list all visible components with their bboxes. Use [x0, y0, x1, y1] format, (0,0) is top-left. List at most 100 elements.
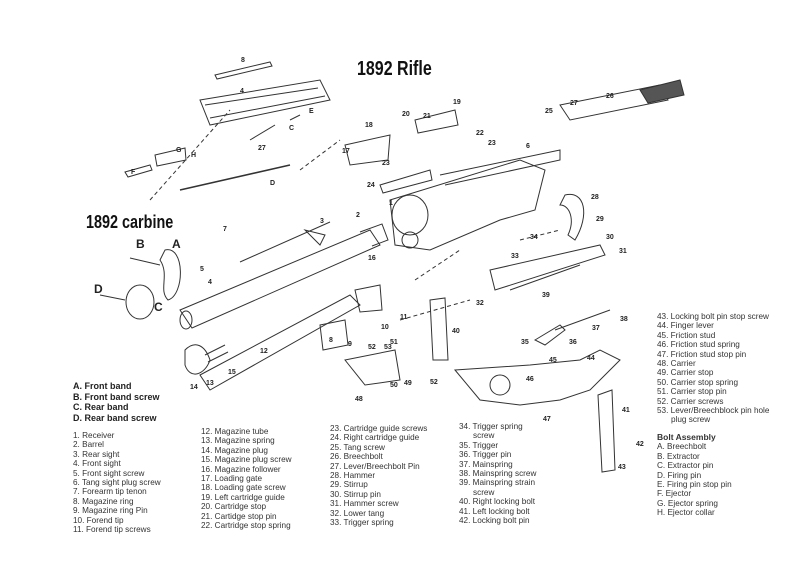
callout: C: [289, 125, 295, 132]
part-item: 6. Tang sight plug screw: [73, 478, 161, 488]
part-item: 30. Stirrup pin: [330, 489, 381, 499]
callout: 9: [348, 341, 352, 348]
bolt-item: D. Firing pin: [657, 470, 702, 480]
part-item: 49. Carrier stop: [657, 368, 714, 378]
part-item: 5. Front sight screw: [73, 468, 145, 478]
part-item: 14. Magazine plug: [201, 445, 268, 455]
parts-list-col1: 1. Receiver 2. Barrel 3. Rear sight 4. F…: [73, 431, 161, 534]
barrel-drawing: [179, 221, 389, 391]
part-item: 34. Trigger spring: [459, 422, 523, 431]
callout: 5: [200, 266, 204, 273]
part-item: 21. Cartidge stop pin: [201, 511, 277, 521]
callout: 12: [260, 348, 268, 355]
callout: 26: [606, 93, 614, 100]
callout: 6: [526, 143, 530, 150]
part-item: 3. Rear sight: [73, 449, 120, 459]
part-item: 45. Friction stud: [657, 330, 716, 340]
part-item: 8. Magazine ring: [73, 496, 134, 506]
part-item: 33. Trigger spring: [330, 518, 394, 528]
callout: 8: [329, 337, 333, 344]
callout: E: [309, 108, 314, 115]
bolt-item: C. Extractor pin: [657, 461, 714, 471]
bolt-assembly-heading: Bolt Assembly: [657, 431, 716, 442]
callout: 36: [569, 339, 577, 346]
bolt-item: G. Ejector spring: [657, 498, 718, 508]
part-item: 19. Left cartridge guide: [201, 492, 285, 502]
callout: 1: [389, 200, 393, 207]
lever-drawing: [344, 193, 621, 473]
callout: 50: [390, 382, 398, 389]
receiver-drawing: [344, 79, 685, 251]
callout: 8: [241, 57, 245, 64]
callout: 4: [240, 88, 244, 95]
part-item: 26. Breechbolt: [330, 452, 383, 462]
bolt-item: E. Firing pin stop pin: [657, 479, 732, 489]
callout: 45: [549, 357, 557, 364]
callout: 31: [619, 248, 627, 255]
callout: 46: [526, 376, 534, 383]
part-item: 36. Trigger pin: [459, 450, 512, 460]
callout: 48: [355, 396, 363, 403]
callout: 15: [228, 369, 236, 376]
part-item: 51. Carrier stop pin: [657, 387, 727, 397]
callout: 24: [367, 182, 375, 189]
callout: 29: [596, 216, 604, 223]
callout: 44: [587, 355, 595, 362]
legend-item: B. Front band screw: [73, 391, 160, 402]
callout: D: [270, 180, 276, 187]
part-item: 46. Friction stud spring: [657, 340, 740, 350]
carbine-callout-a: A: [172, 237, 181, 251]
parts-list-col5: 43. Locking bolt pin stop screw 44. Fing…: [657, 312, 769, 518]
part-item: 39. Mainspring strain: [459, 478, 535, 488]
callout: 52: [368, 344, 376, 351]
part-item: 9. Magazine ring Pin: [73, 506, 148, 516]
part-item: 7. Forearm tip tenon: [73, 487, 147, 497]
callout: 34: [530, 234, 538, 241]
part-item: 47. Friction stud stop pin: [657, 349, 747, 359]
callout: 40: [452, 328, 460, 335]
callout: 47: [543, 416, 551, 423]
part-item: 1. Receiver: [73, 431, 115, 440]
part-item: screw: [473, 431, 495, 441]
callout: 27: [258, 145, 266, 152]
callout: 37: [592, 325, 600, 332]
rifle-title: 1892 Rifle: [357, 58, 432, 80]
part-item: 42. Locking bolt pin: [459, 516, 530, 526]
band-parts-legend: A. Front band B. Front band screw C. Rea…: [73, 381, 160, 423]
part-item: 10. Forend tip: [73, 515, 124, 525]
carbine-callout-c: C: [154, 300, 163, 314]
callout: 23: [488, 140, 496, 147]
part-item: 27. Lever/Breechbolt Pin: [330, 461, 420, 471]
part-item: plug screw: [671, 415, 711, 425]
callout: 7: [223, 226, 227, 233]
callout: 25: [545, 108, 553, 115]
callout: G: [176, 147, 182, 154]
callout: 2: [356, 212, 360, 219]
part-item: 11. Forend tip screws: [73, 525, 151, 535]
part-item: 16. Magazine follower: [201, 464, 281, 474]
callout: 33: [511, 253, 519, 260]
part-item: 12. Magazine tube: [201, 427, 269, 436]
legend-item: C. Rear band: [73, 402, 129, 412]
callout: 28: [591, 194, 599, 201]
carbine-callout-d: D: [94, 282, 103, 296]
part-item: 38. Mainspring screw: [459, 469, 537, 479]
part-item: 22. Cartridge stop spring: [201, 521, 291, 531]
callout: F: [131, 169, 136, 176]
part-item: 4. Front sight: [73, 459, 121, 469]
callout: 53: [384, 344, 392, 351]
part-item: 15. Magazine plug screw: [201, 455, 292, 465]
callout: 32: [476, 300, 484, 307]
part-item: 17. Loading gate: [201, 474, 263, 484]
part-item: 50. Carrier stop spring: [657, 377, 738, 387]
parts-list-col3: 23. Cartridge guide screws 24. Right car…: [330, 424, 427, 527]
callout: 18: [365, 122, 373, 129]
bolt-item: B. Extractor: [657, 451, 700, 461]
callout: H: [191, 152, 197, 159]
part-item: 2. Barrel: [73, 440, 104, 450]
callout: 41: [622, 407, 630, 414]
carbine-title: 1892 carbine: [86, 212, 174, 232]
part-item: 35. Trigger: [459, 440, 499, 450]
bolt-item: A. Breechbolt: [657, 442, 707, 452]
